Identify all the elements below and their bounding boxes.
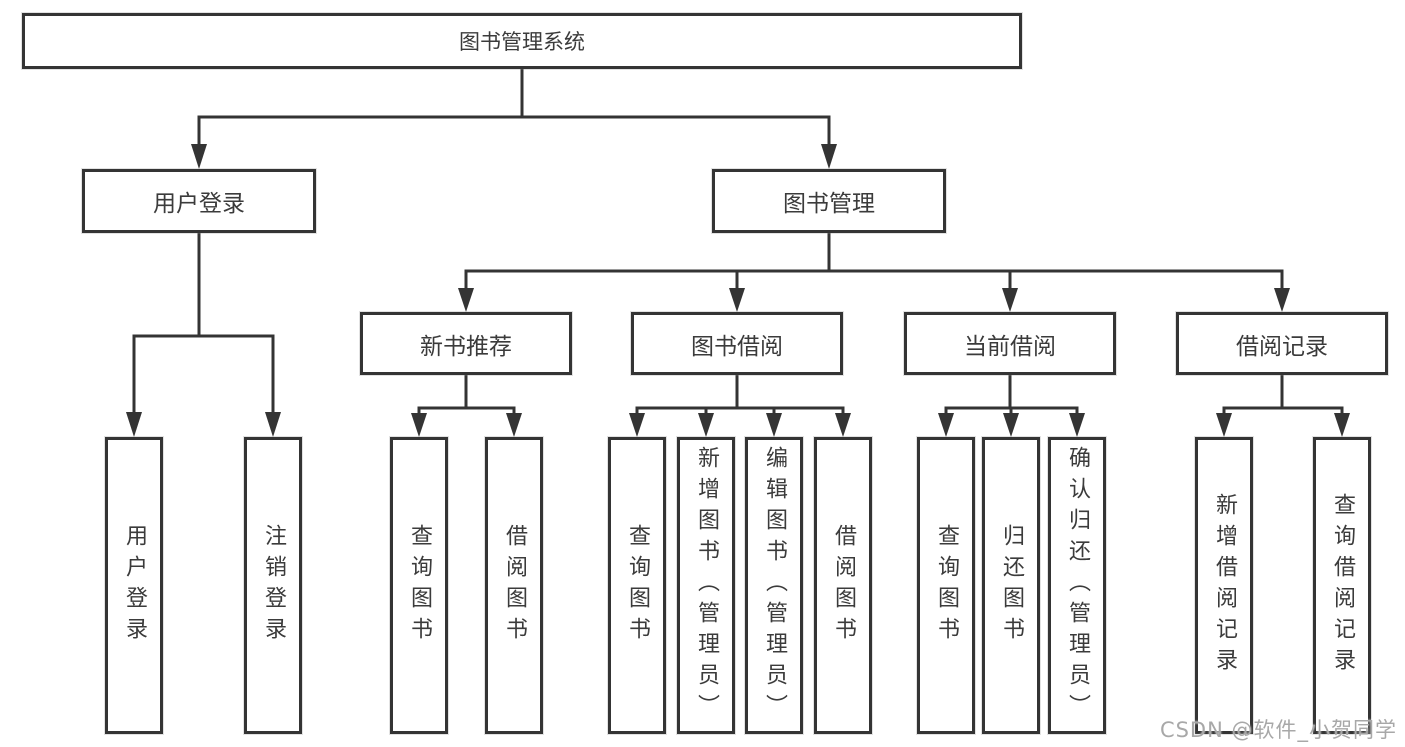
- leaf-label: 确认归还（管理员）: [1065, 446, 1090, 725]
- connector-root-to-level2: [191, 69, 837, 169]
- leaf-query-books-borrow: 查询图书: [608, 437, 666, 734]
- node-book-management: 图书管理: [712, 169, 946, 233]
- leaf-label: 借阅图书: [502, 523, 527, 648]
- connector-book-management-to-groups: [458, 233, 1290, 312]
- node-borrow-records: 借阅记录: [1176, 312, 1388, 375]
- leaf-label: 归还图书: [999, 523, 1024, 648]
- leaf-add-borrow-record: 新增借阅记录: [1195, 437, 1253, 734]
- leaf-query-books-recommend: 查询图书: [390, 437, 448, 734]
- node-current-borrow: 当前借阅: [904, 312, 1116, 375]
- connector-current-borrow-to-leaves: [938, 375, 1085, 437]
- connector-book-borrow-to-leaves: [629, 375, 851, 437]
- leaf-label: 查询借阅记录: [1330, 492, 1355, 679]
- connector-borrow-records-to-leaves: [1216, 375, 1350, 437]
- leaf-confirm-return-admin: 确认归还（管理员）: [1048, 437, 1106, 734]
- leaf-edit-book-admin: 编辑图书（管理员）: [745, 437, 803, 734]
- connector-user-login-to-leaves: [126, 233, 281, 437]
- node-book-borrow: 图书借阅: [631, 312, 843, 375]
- leaf-label: 新增借阅记录: [1212, 492, 1237, 679]
- leaf-label: 借阅图书: [831, 523, 856, 648]
- leaf-return-book: 归还图书: [982, 437, 1040, 734]
- leaf-label: 注销登录: [261, 523, 286, 648]
- node-new-book-recommend: 新书推荐: [360, 312, 572, 375]
- leaf-label: 查询图书: [407, 523, 432, 648]
- leaf-label: 新增图书（管理员）: [694, 446, 719, 725]
- leaf-query-borrow-record: 查询借阅记录: [1313, 437, 1371, 734]
- connector-new-book-recommend-to-leaves: [411, 375, 522, 437]
- leaf-user-login: 用户登录: [105, 437, 163, 734]
- node-library-system: 图书管理系统: [22, 13, 1022, 69]
- leaf-borrow-books-recommend: 借阅图书: [485, 437, 543, 734]
- leaf-label: 查询图书: [934, 523, 959, 648]
- leaf-label: 查询图书: [625, 523, 650, 648]
- leaf-add-book-admin: 新增图书（管理员）: [677, 437, 735, 734]
- leaf-label: 用户登录: [122, 523, 147, 648]
- leaf-label: 编辑图书（管理员）: [762, 446, 787, 725]
- leaf-query-books-current: 查询图书: [917, 437, 975, 734]
- leaf-logout: 注销登录: [244, 437, 302, 734]
- node-user-login: 用户登录: [82, 169, 316, 233]
- leaf-borrow-books: 借阅图书: [814, 437, 872, 734]
- watermark: CSDN @软件_小贺同学: [1159, 718, 1397, 742]
